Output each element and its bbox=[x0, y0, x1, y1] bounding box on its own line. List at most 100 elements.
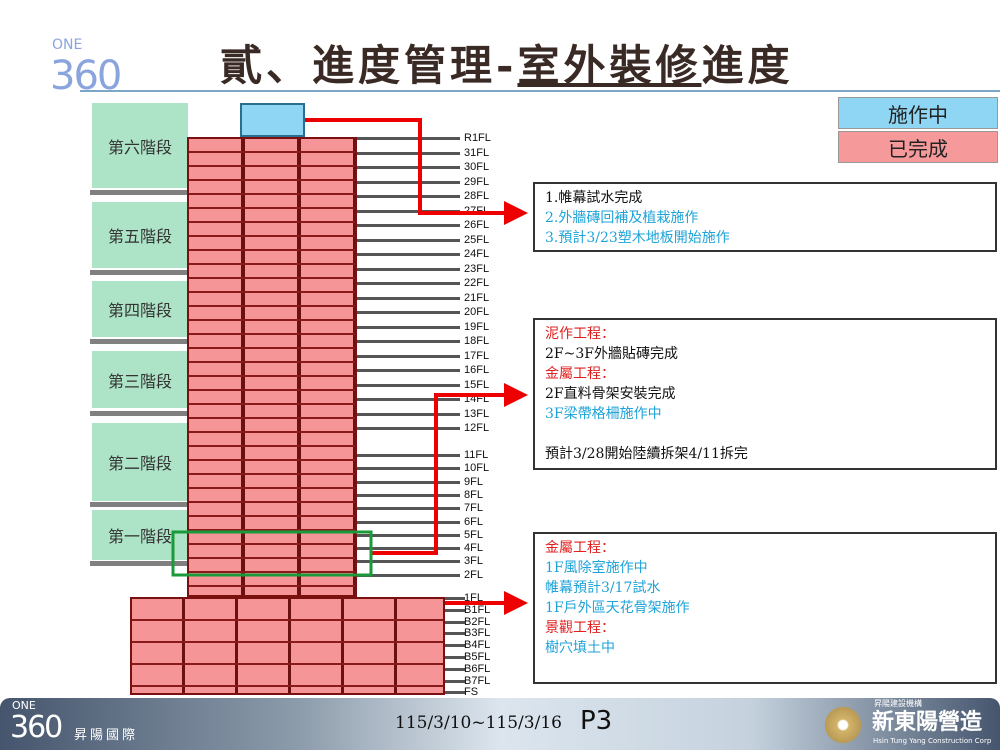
floor-line bbox=[357, 180, 460, 184]
footer-logo-name: 昇陽國際 bbox=[74, 728, 139, 743]
title-part-2: 室外裝修 bbox=[517, 41, 702, 90]
stage-4: 第四階段 bbox=[92, 281, 188, 337]
floor-label: 1FL bbox=[464, 592, 483, 604]
floor-label: 6FL bbox=[464, 515, 483, 528]
arrow-roof bbox=[305, 118, 528, 225]
floor-line bbox=[357, 369, 460, 372]
floor-label: 2FL bbox=[464, 568, 483, 581]
floor-label: B7FL bbox=[464, 674, 491, 687]
page-number: P3 bbox=[580, 706, 613, 736]
floor-label: 29FL bbox=[464, 175, 490, 188]
floor-line bbox=[445, 632, 465, 636]
floor-label: B3FL bbox=[464, 627, 491, 640]
floor-line bbox=[357, 573, 460, 577]
floor-line bbox=[357, 467, 460, 471]
floor-line bbox=[357, 282, 460, 285]
company-group: 昇陽建設機構 bbox=[874, 699, 922, 708]
floor-label: 11FL bbox=[464, 449, 489, 461]
note-line: 1F風除室施作中 bbox=[545, 560, 648, 576]
floor-line bbox=[357, 340, 460, 343]
roof-in-progress bbox=[240, 103, 305, 137]
floor-label: FS bbox=[464, 686, 479, 699]
floor-label: 18FL bbox=[464, 335, 490, 347]
floor-line bbox=[445, 597, 465, 600]
note-line: 樹穴填土中 bbox=[545, 640, 615, 656]
floor-line bbox=[357, 354, 460, 358]
floor-line bbox=[357, 137, 460, 140]
stage-divider bbox=[90, 561, 190, 566]
footer-logo-one: ONE bbox=[12, 699, 36, 712]
page-title: 貳、進度管理-室外裝修進度 bbox=[220, 32, 793, 93]
company-name-en: Hsin Tung Yang Construction Corp bbox=[873, 737, 992, 745]
floor-line bbox=[445, 679, 465, 683]
floor-label: B5FL bbox=[464, 651, 491, 663]
note-heading: 泥作工程： bbox=[545, 326, 615, 342]
note-line: 1F戶外區天花骨架施作 bbox=[545, 600, 690, 616]
floor-label: 22FL bbox=[464, 277, 490, 289]
floor-label: 21FL bbox=[464, 291, 490, 304]
floor-line bbox=[357, 412, 460, 416]
floor-line bbox=[445, 691, 465, 695]
stage-5: 第五階段 bbox=[92, 202, 188, 268]
floor-label: 5FL bbox=[464, 528, 483, 541]
sun-logo-icon bbox=[822, 704, 864, 746]
note-line: 1.帷幕試水完成 bbox=[545, 190, 643, 206]
spacer bbox=[545, 424, 985, 444]
floor-label: 7FL bbox=[464, 502, 483, 515]
floor-label: 8FL bbox=[464, 488, 483, 501]
floor-label: 25FL bbox=[464, 233, 490, 246]
date-range: 115/3/10~115/3/16 bbox=[395, 713, 562, 733]
title-part-3: 進度 bbox=[701, 41, 794, 90]
note-heading: 景觀工程： bbox=[545, 620, 615, 636]
podium-completed bbox=[130, 597, 445, 695]
floor-line bbox=[357, 166, 460, 169]
floor-line bbox=[357, 547, 460, 551]
floor-line bbox=[357, 533, 460, 537]
floor-line bbox=[357, 209, 460, 213]
floor-label: B4FL bbox=[464, 639, 491, 652]
floor-label: 3FL bbox=[464, 555, 483, 568]
stage-3: 第三階段 bbox=[92, 351, 188, 408]
floor-label: 26FL bbox=[464, 219, 490, 231]
floor-line bbox=[357, 560, 460, 564]
floor-line bbox=[357, 493, 460, 497]
floor-line bbox=[357, 253, 460, 256]
floor-label: 30FL bbox=[464, 161, 490, 173]
floor-label: B6FL bbox=[464, 662, 491, 675]
floor-line bbox=[357, 507, 460, 511]
note-line: 帷幕預計3/17試水 bbox=[545, 580, 661, 596]
floor-label: 15FL bbox=[464, 378, 490, 391]
stage-6: 第六階段 bbox=[92, 103, 188, 188]
floor-label: 4FL bbox=[464, 542, 483, 555]
floor-label: R1FL bbox=[464, 132, 491, 144]
footer-logo-num: 360 bbox=[10, 710, 63, 745]
floor-label: 27FL bbox=[464, 204, 490, 217]
legend-in-progress: 施作中 bbox=[838, 97, 998, 129]
floor-label: 19FL bbox=[464, 320, 490, 333]
floor-line bbox=[357, 151, 460, 155]
floor-label: B2FL bbox=[464, 615, 491, 628]
floor-label: 10FL bbox=[464, 462, 490, 475]
floor-label: 12FL bbox=[464, 422, 490, 434]
stage-divider bbox=[90, 339, 190, 344]
company-name: 新東陽營造 bbox=[872, 709, 983, 735]
note-line: 2F直料骨架安裝完成 bbox=[545, 386, 676, 402]
floor-line bbox=[445, 667, 465, 671]
tower-completed bbox=[187, 137, 357, 597]
floor-line bbox=[357, 520, 460, 524]
note-line: 預計3/28開始陸續拆架4/11拆完 bbox=[545, 446, 748, 462]
floor-label: 31FL bbox=[464, 146, 490, 159]
floor-label: 20FL bbox=[464, 306, 490, 318]
stage-divider bbox=[90, 190, 190, 195]
logo-one-text: ONE bbox=[52, 37, 83, 53]
floor-label: 23FL bbox=[464, 262, 490, 275]
floor-line bbox=[357, 480, 460, 484]
note-line: 2.外牆磚回補及植栽施作 bbox=[545, 210, 699, 226]
legend-done: 已完成 bbox=[838, 131, 998, 163]
floor-line bbox=[357, 311, 460, 314]
arrow-lower bbox=[371, 383, 528, 555]
note-line: 3F梁帶格柵施作中 bbox=[545, 406, 662, 422]
title-part-1: 貳、進度管理- bbox=[220, 41, 518, 90]
